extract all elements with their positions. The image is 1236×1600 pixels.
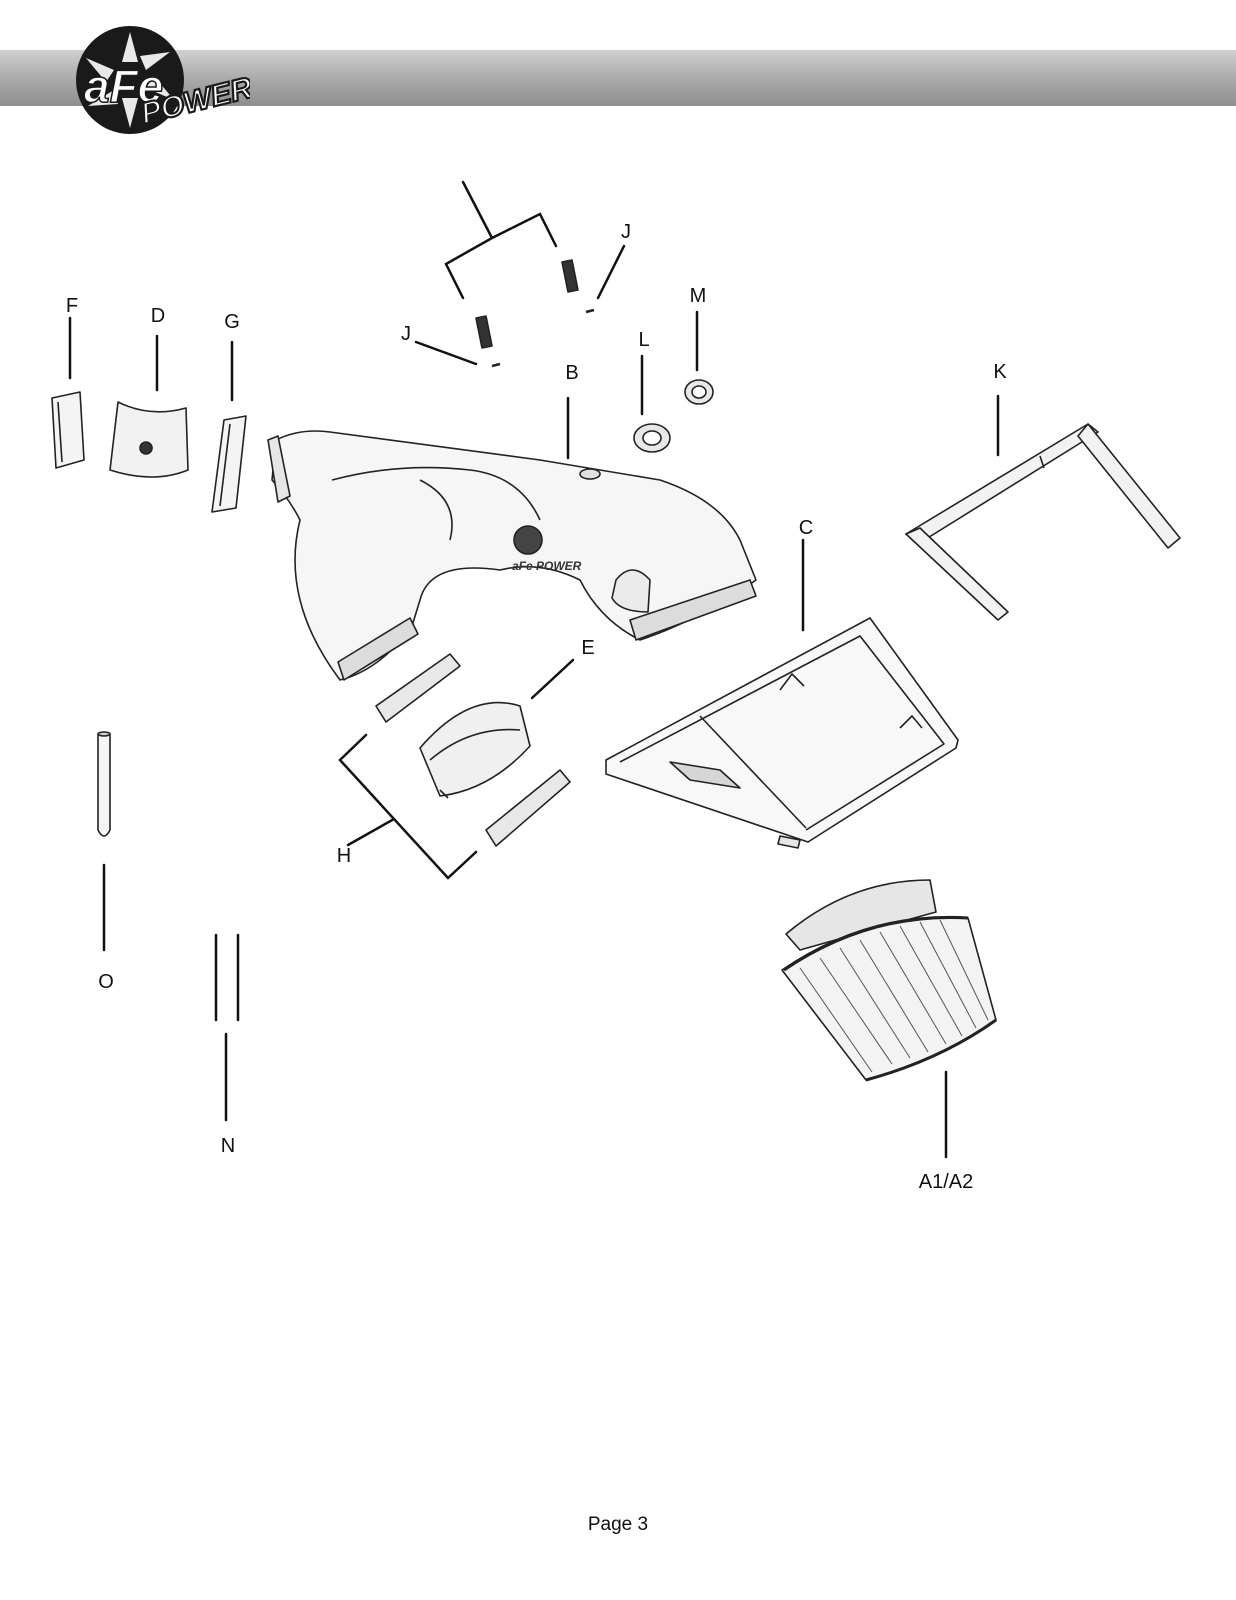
leader-h bbox=[346, 817, 396, 847]
callout-c: C bbox=[798, 517, 814, 539]
callout-m: M bbox=[689, 285, 707, 307]
callout-o: O bbox=[98, 971, 114, 993]
part-l-grommet bbox=[633, 423, 671, 453]
afe-power-logo: aFe POWER bbox=[76, 26, 250, 134]
svg-text:aFe: aFe bbox=[84, 60, 163, 112]
part-d-coupler bbox=[109, 401, 189, 478]
callout-h: H bbox=[336, 845, 352, 867]
callout-j-left: J bbox=[401, 323, 411, 345]
part-m-grommet bbox=[684, 379, 714, 405]
part-a1a2-filter bbox=[781, 879, 997, 1082]
svg-text:aFe POWER: aFe POWER bbox=[512, 559, 582, 573]
part-o-tube bbox=[97, 731, 111, 837]
callout-k: K bbox=[993, 361, 1007, 383]
leader-e bbox=[530, 658, 575, 700]
callout-l: L bbox=[638, 329, 650, 351]
leader-j-left bbox=[414, 340, 478, 366]
header-band bbox=[0, 50, 1236, 106]
callout-j-right: J bbox=[621, 221, 631, 243]
part-c-heat-shield bbox=[605, 617, 959, 849]
bolt-bracket-stem bbox=[461, 180, 494, 240]
part-b-intake-tube: aFe POWER bbox=[267, 430, 757, 681]
callout-e: E bbox=[581, 637, 595, 659]
callout-a1a2: A1/A2 bbox=[918, 1171, 974, 1193]
callout-n: N bbox=[220, 1135, 236, 1157]
part-bolt-right bbox=[561, 259, 595, 314]
part-f-clamp bbox=[51, 391, 85, 469]
callout-f: F bbox=[65, 295, 79, 317]
part-g-clamp bbox=[211, 415, 247, 513]
leader-j-right bbox=[596, 244, 626, 300]
part-e-coupler bbox=[375, 653, 571, 847]
part-k-bracket bbox=[905, 423, 1181, 621]
callout-g: G bbox=[224, 311, 240, 333]
callout-b: B bbox=[565, 362, 579, 384]
page-number: Page 3 bbox=[587, 1514, 649, 1535]
callout-d: D bbox=[150, 305, 166, 327]
bolt-bracket bbox=[444, 212, 558, 300]
part-bolt-left bbox=[475, 315, 501, 368]
